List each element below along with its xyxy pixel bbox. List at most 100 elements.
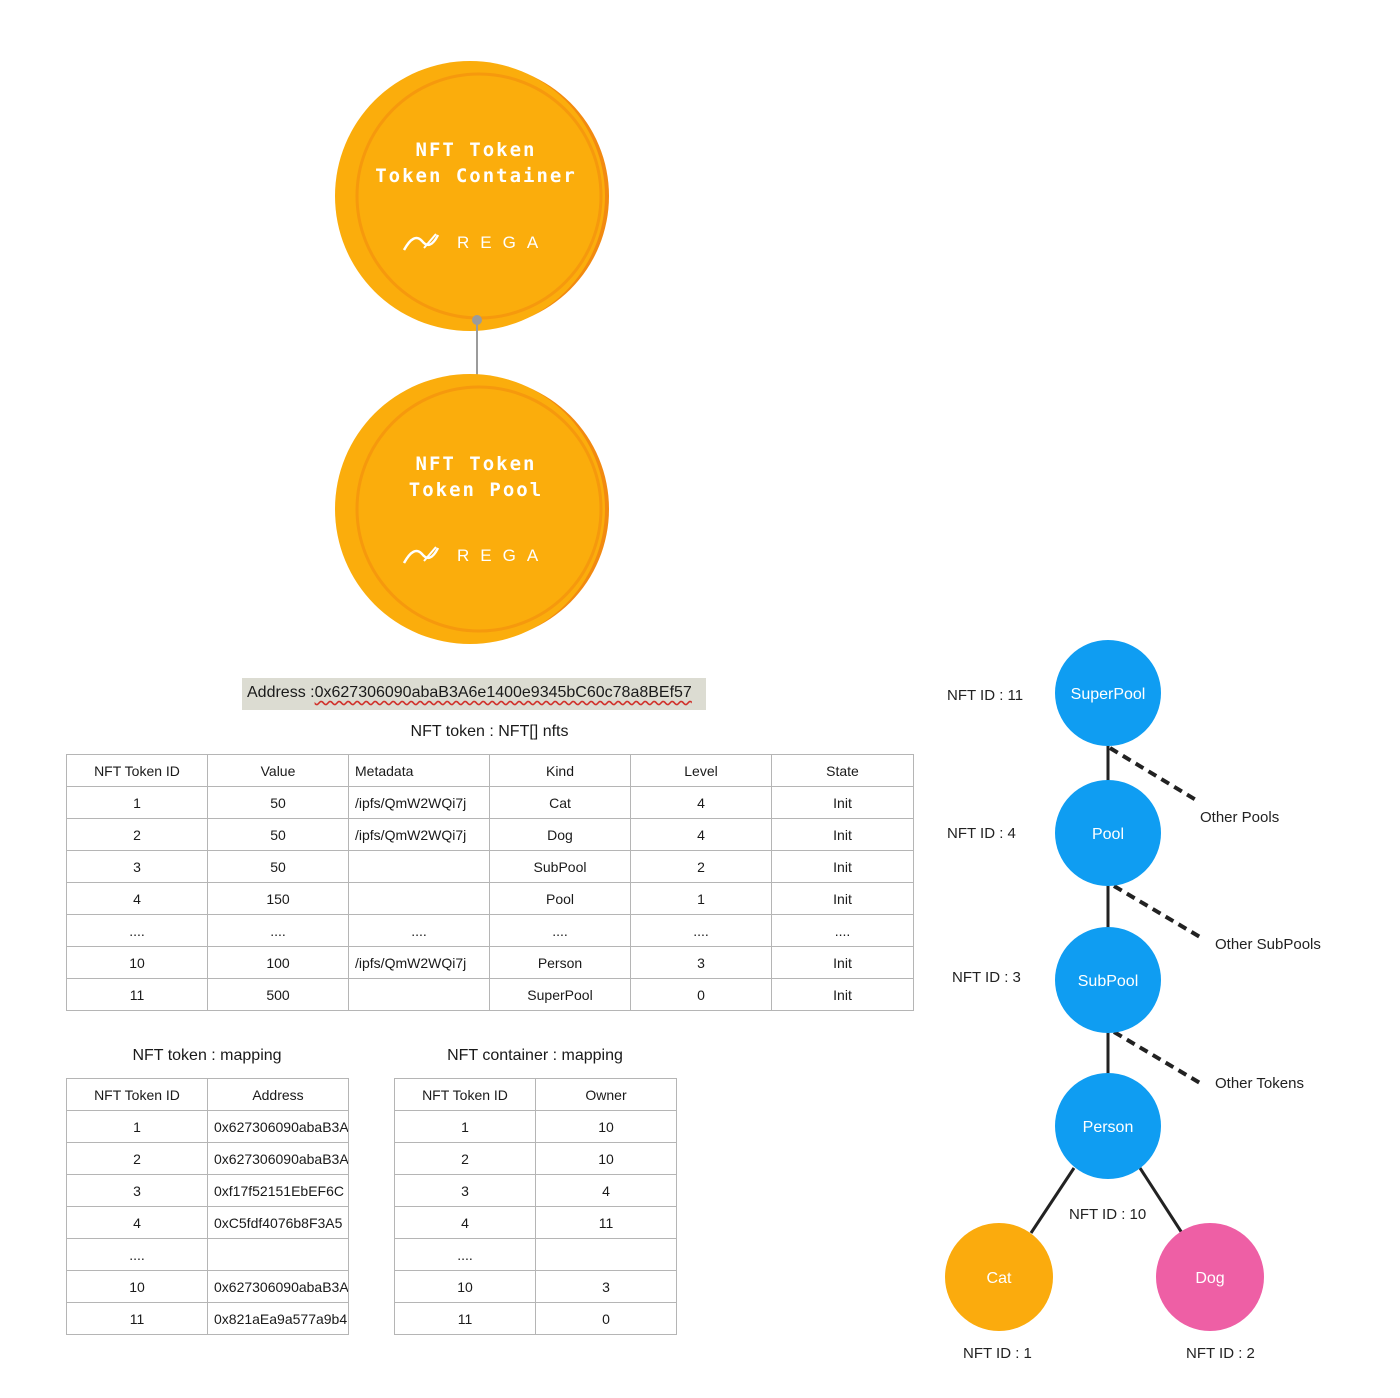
node-label: Dog	[1195, 1270, 1224, 1287]
table-cell: /ipfs/QmW2WQi7j	[348, 786, 490, 819]
tree-dashed-edges	[1108, 746, 1202, 1085]
table-cell: ....	[771, 914, 914, 947]
table-row: 4 150 Pool 1 Init	[66, 882, 914, 915]
rega-logo-icon: REGA	[402, 546, 538, 565]
table-cell: 0xC5fdf4076b8F3A5	[207, 1206, 349, 1239]
table-header-row: NFT Token ID Owner	[394, 1078, 677, 1111]
table-row: 2 50 /ipfs/QmW2WQi7j Dog 4 Init	[66, 818, 914, 851]
table-cell	[348, 882, 490, 915]
table-row: .... .... .... .... .... ....	[66, 914, 914, 947]
table-row: 3 50 SubPool 2 Init	[66, 850, 914, 883]
table-cell: 10	[66, 946, 208, 979]
table-row: ....	[394, 1238, 677, 1271]
table-cell: 4	[394, 1206, 536, 1239]
token-mapping-caption: NFT token : mapping	[132, 1047, 282, 1064]
node-id-label: NFT ID : 2	[1186, 1345, 1255, 1362]
column-header: Level	[630, 754, 772, 787]
coin-title-line1: NFT Token	[416, 139, 537, 161]
column-header: Kind	[489, 754, 631, 787]
coin-title-line2: Token Pool	[409, 479, 543, 501]
table-cell: 3	[630, 946, 772, 979]
table-cell: 1	[66, 1110, 208, 1143]
table-row: 1 50 /ipfs/QmW2WQi7j Cat 4 Init	[66, 786, 914, 819]
table-cell: 4	[535, 1174, 677, 1207]
node-id-label: NFT ID : 1	[963, 1345, 1032, 1362]
table-cell: 11	[535, 1206, 677, 1239]
table-cell: 150	[207, 882, 349, 915]
table-cell: 0x627306090abaB3A	[207, 1270, 349, 1303]
table-cell: ....	[489, 914, 631, 947]
table-cell	[207, 1238, 349, 1271]
token-container-coin: NFT Token Token Container REGA	[335, 61, 609, 331]
table-cell: Dog	[489, 818, 631, 851]
table-cell: Init	[771, 850, 914, 883]
node-label: SubPool	[1078, 973, 1139, 990]
coin-title-line1: NFT Token	[416, 453, 537, 475]
coin-title-line2: Token Container	[375, 165, 577, 187]
table-cell: 50	[207, 818, 349, 851]
table-cell: Init	[771, 978, 914, 1011]
node-id-label: NFT ID : 11	[947, 687, 1023, 704]
table-cell: ....	[348, 914, 490, 947]
table-cell	[348, 850, 490, 883]
tree-node-pool: Pool	[1055, 780, 1161, 886]
table-cell: 10	[535, 1142, 677, 1175]
column-header: State	[771, 754, 914, 787]
tree-node-subpool: SubPool	[1055, 927, 1161, 1033]
table-cell: 2	[66, 818, 208, 851]
tree-edges	[1029, 744, 1184, 1234]
address-bar: Address :0x627306090abaB3A6e1400e9345bC6…	[242, 678, 706, 710]
table-cell: 4	[630, 786, 772, 819]
table-cell: 4	[66, 1206, 208, 1239]
address-label: Address :	[247, 684, 315, 701]
table-cell	[535, 1238, 677, 1271]
rega-logo-text: REGA	[457, 233, 549, 252]
table-cell: SuperPool	[489, 978, 631, 1011]
table-cell: 10	[66, 1270, 208, 1303]
table-cell: 11	[394, 1302, 536, 1335]
table-cell: 2	[394, 1142, 536, 1175]
table-cell: 0	[535, 1302, 677, 1335]
other-subpools-label: Other SubPools	[1215, 936, 1321, 953]
table-cell: ....	[66, 1238, 208, 1271]
table-cell: 10	[535, 1110, 677, 1143]
table-cell: 3	[394, 1174, 536, 1207]
column-header: Metadata	[348, 754, 490, 787]
table-cell: 4	[66, 882, 208, 915]
token-pool-coin: NFT Token Token Pool REGA	[335, 374, 609, 644]
rega-logo-icon: REGA	[402, 233, 549, 252]
column-header: Address	[207, 1078, 349, 1111]
table-cell: 1	[66, 786, 208, 819]
tree-node-superpool: SuperPool	[1055, 640, 1161, 746]
tree-node-cat: Cat	[945, 1223, 1053, 1331]
column-header: NFT Token ID	[66, 754, 208, 787]
table-cell: Init	[771, 818, 914, 851]
other-tokens-label: Other Tokens	[1215, 1075, 1304, 1092]
column-header: Value	[207, 754, 349, 787]
table-cell: 3	[66, 1174, 208, 1207]
table-cell: ....	[207, 914, 349, 947]
table-cell: 2	[630, 850, 772, 883]
tree-node-person: Person	[1055, 1073, 1161, 1179]
table-cell: Pool	[489, 882, 631, 915]
node-id-label: NFT ID : 4	[947, 825, 1016, 842]
address-value: 0x627306090abaB3A6e1400e9345bC60c78a8BEf…	[314, 684, 692, 701]
table-row: 11 500 SuperPool 0 Init	[66, 978, 914, 1011]
node-id-label: NFT ID : 10	[1069, 1206, 1146, 1223]
table-cell: 1	[630, 882, 772, 915]
table-cell	[348, 978, 490, 1011]
column-header: Owner	[535, 1078, 677, 1111]
column-header: NFT Token ID	[66, 1078, 208, 1111]
table-cell: Init	[771, 882, 914, 915]
